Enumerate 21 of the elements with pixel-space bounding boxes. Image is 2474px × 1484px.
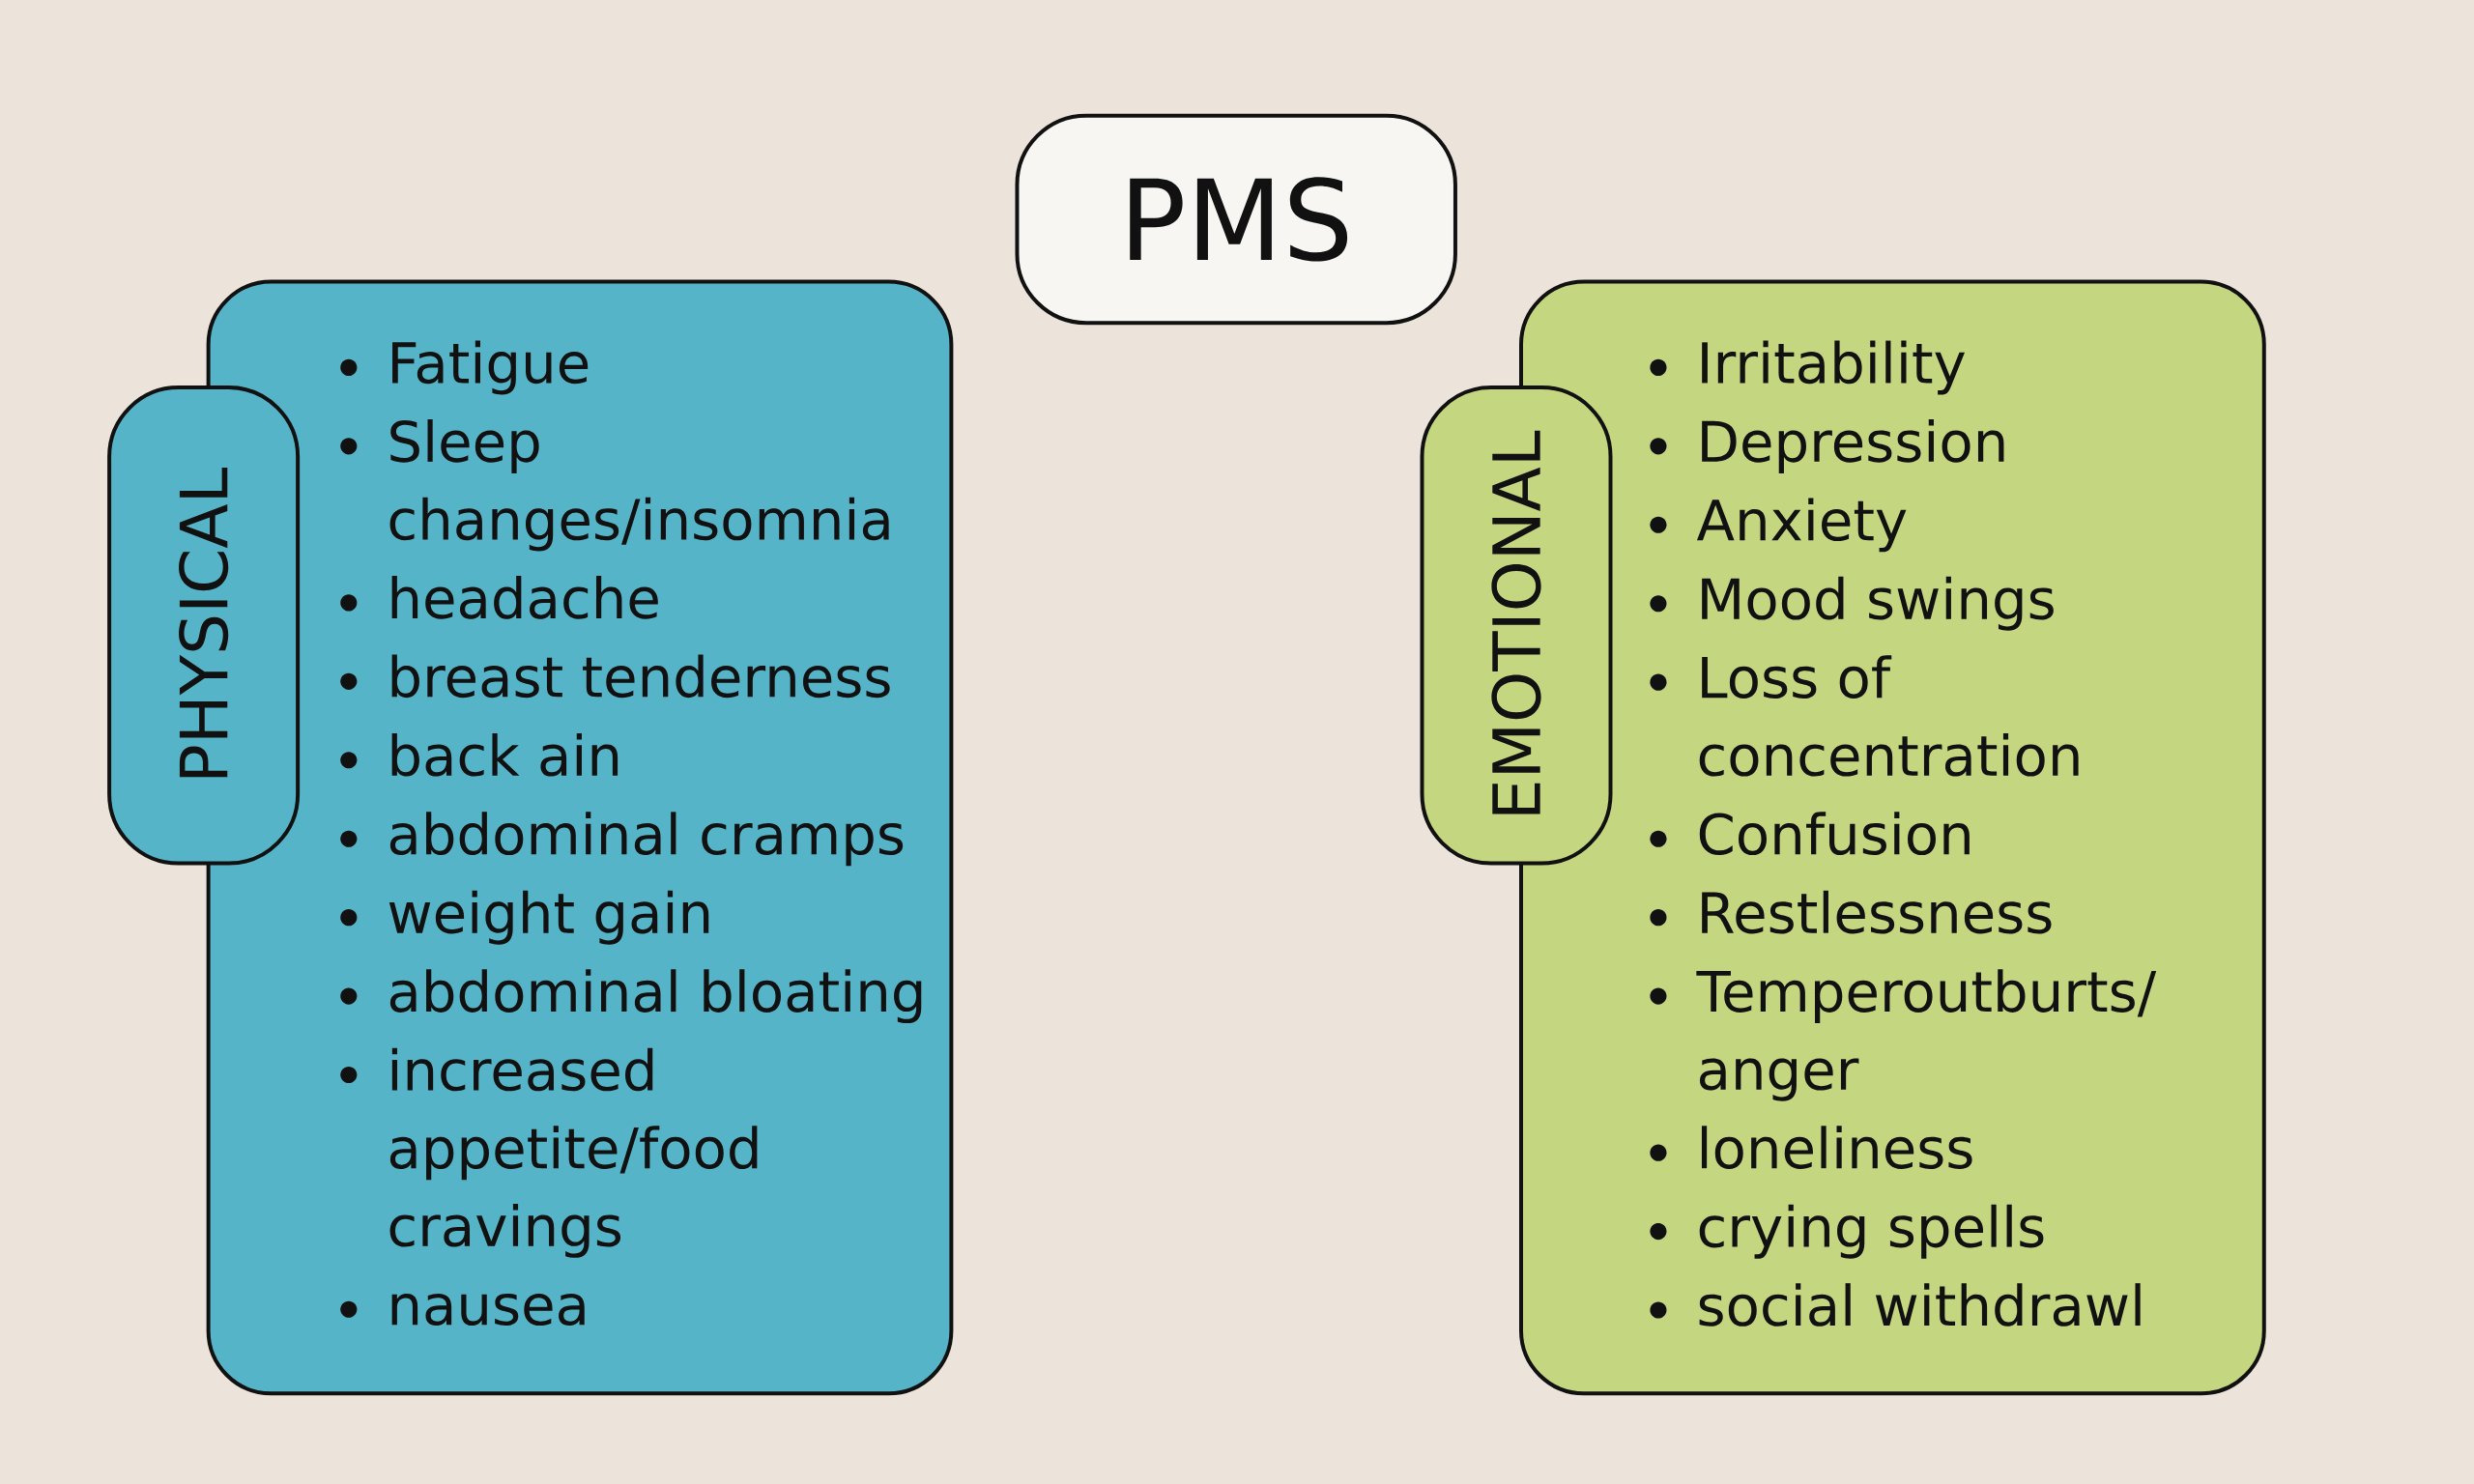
list-item: breast tenderness [391, 654, 890, 698]
list-item: Mood swings [1702, 576, 2054, 631]
list-item: abdominal cramps [389, 812, 904, 867]
list-item: Anxiety [1696, 498, 1907, 553]
list-item: Depression [1702, 418, 2004, 473]
category-tab: EMOTIONAL [1420, 385, 1613, 866]
list-item: Irritability [1702, 340, 1965, 395]
list-item: loneliness [1701, 1126, 1972, 1169]
topic-box: PMS [1015, 113, 1457, 326]
list-item: nausea [391, 1293, 585, 1326]
list-item: Loss of concentration [1699, 655, 2079, 777]
category-tab: PHYSICAL [107, 385, 301, 866]
list-item: back ain [391, 732, 618, 777]
list-item: abdominal bloating [389, 969, 922, 1023]
list-item: Fatigue [392, 340, 589, 395]
list-item: headache [391, 575, 658, 619]
list-item: crying spells [1699, 1204, 2044, 1259]
list-item: weight gain [388, 890, 709, 945]
list-item: Confusion [1699, 812, 1970, 855]
list-item: Restlessness [1702, 890, 2052, 934]
list-item: social withdrawl [1699, 1283, 2141, 1327]
